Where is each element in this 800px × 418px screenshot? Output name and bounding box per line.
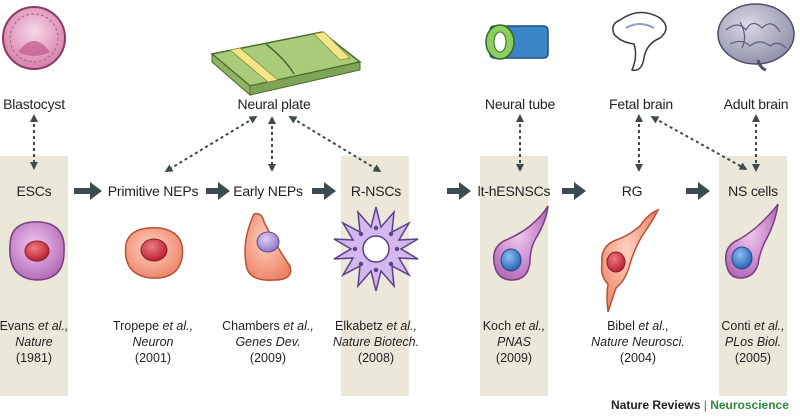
arrow-5 xyxy=(562,182,586,200)
arrow-1 xyxy=(74,182,102,200)
citation-year: (2004) xyxy=(619,351,657,365)
citation-tropepe: Tropepe et al., Neuron (2001) xyxy=(113,318,193,366)
citation-author-line: Tropepe et al., xyxy=(113,318,193,334)
citation-journal: PNAS xyxy=(496,335,532,349)
ns-cell xyxy=(725,203,779,279)
stage-label-rg: RG xyxy=(621,183,643,199)
progression-arrows xyxy=(74,182,710,200)
citation-author: Evans xyxy=(0,319,35,333)
citation-journal-line: Nature Neurosci. xyxy=(591,334,685,350)
stage-label-ns-cells: NS cells xyxy=(728,183,778,199)
stage-label-early-neps: Early NEPs xyxy=(233,183,303,199)
stage-label-primitive-neps: Primitive NEPs xyxy=(107,183,199,199)
citation-journal: Nature Biotech. xyxy=(332,335,420,349)
stage-label-r-nscs: R-NSCs xyxy=(350,183,402,199)
citation-author-line: Conti et al., xyxy=(721,318,784,334)
esc-cell xyxy=(9,221,65,281)
citation-year: (2008) xyxy=(357,351,395,365)
citation-journal-line: Nature xyxy=(0,334,68,350)
dotted-connectors xyxy=(30,114,760,173)
citation-journal-line: PLos Biol. xyxy=(721,334,784,350)
arrow-4 xyxy=(447,182,471,200)
panel-ns-cells xyxy=(719,156,787,396)
citation-bibel: Bibel et al., Nature Neurosci. (2004) xyxy=(591,318,685,366)
primitive-nep-cell xyxy=(124,227,184,279)
citation-etal: et al., xyxy=(514,319,546,333)
arrow-2 xyxy=(206,182,230,200)
publisher-credit: Nature Reviews | Neuroscience xyxy=(611,398,789,412)
label-neural-tube: Neural tube xyxy=(484,96,556,112)
citation-year: (2009) xyxy=(495,351,533,365)
citation-author: Chambers xyxy=(222,319,280,333)
stage-label-lt-hesnscs: lt-hESNSCs xyxy=(477,183,551,199)
citation-year: (2001) xyxy=(134,351,172,365)
citation-etal: et al., xyxy=(638,319,669,333)
citation-author-line: Chambers et al., xyxy=(222,318,314,334)
citation-journal: Nature Neurosci. xyxy=(591,335,685,349)
citation-author-line: Evans et al., xyxy=(0,318,68,334)
citation-journal: Neuron xyxy=(132,335,174,349)
stage-label-escs: ESCs xyxy=(16,183,52,199)
arrow-6 xyxy=(686,182,710,200)
citation-year: (1981) xyxy=(15,351,53,365)
arrow-3 xyxy=(312,182,336,200)
rg-cell xyxy=(600,208,660,313)
citation-chambers: Chambers et al., Genes Dev. (2009) xyxy=(222,318,314,366)
citation-author: Koch xyxy=(482,319,512,333)
citation-author: Elkabetz xyxy=(334,319,383,333)
credit-journal: Neuroscience xyxy=(710,398,789,412)
citation-author-line: Koch et al., xyxy=(483,318,546,334)
citation-author-line: Elkabetz et al., xyxy=(333,318,419,334)
lt-hesnsc-cell xyxy=(493,205,549,281)
citation-etal: et al., xyxy=(386,319,418,333)
citation-journal: Genes Dev. xyxy=(235,335,301,349)
citation-author: Conti xyxy=(721,319,751,333)
fetal-brain-illustration xyxy=(612,11,667,71)
citation-etal: et al., xyxy=(283,319,314,333)
citation-author: Bibel xyxy=(607,319,635,333)
citation-elkabetz: Elkabetz et al., Nature Biotech. (2008) xyxy=(333,318,419,366)
credit-separator: | xyxy=(703,398,707,412)
citation-journal-line: Genes Dev. xyxy=(222,334,314,350)
blastocyst-illustration xyxy=(2,6,66,70)
citation-etal: et al., xyxy=(162,319,194,333)
citation-koch: Koch et al., PNAS (2009) xyxy=(483,318,546,366)
citation-journal-line: Nature Biotech. xyxy=(333,334,419,350)
connector-plate-primitive xyxy=(164,115,258,173)
citation-journal: PLos Biol. xyxy=(724,335,782,349)
neural-tube-illustration xyxy=(485,24,549,60)
citation-etal: et al., xyxy=(37,319,69,333)
citation-journal-line: PNAS xyxy=(483,334,546,350)
label-blastocyst: Blastocyst xyxy=(3,96,65,112)
citation-conti: Conti et al., PLos Biol. (2005) xyxy=(721,318,784,366)
label-fetal-brain: Fetal brain xyxy=(609,96,673,112)
citation-etal: et al., xyxy=(754,319,785,333)
connector-fetal-ns xyxy=(650,116,748,170)
adult-brain-illustration xyxy=(717,3,795,72)
r-nsc-rosette xyxy=(333,206,419,292)
citation-evans: Evans et al., Nature (1981) xyxy=(0,318,68,366)
label-adult-brain: Adult brain xyxy=(723,96,789,112)
early-nep-cell xyxy=(244,212,292,281)
citation-author-line: Bibel et al., xyxy=(591,318,685,334)
label-neural-plate: Neural plate xyxy=(237,96,311,112)
citation-journal-line: Neuron xyxy=(113,334,193,350)
neural-plate-illustration xyxy=(210,31,362,97)
citation-year: (2009) xyxy=(249,351,287,365)
citation-author: Tropepe xyxy=(112,319,160,333)
credit-publisher: Nature Reviews xyxy=(611,398,701,412)
connector-plate-rnsc xyxy=(288,115,382,173)
citation-year: (2005) xyxy=(734,351,772,365)
citation-journal: Nature xyxy=(15,335,53,349)
